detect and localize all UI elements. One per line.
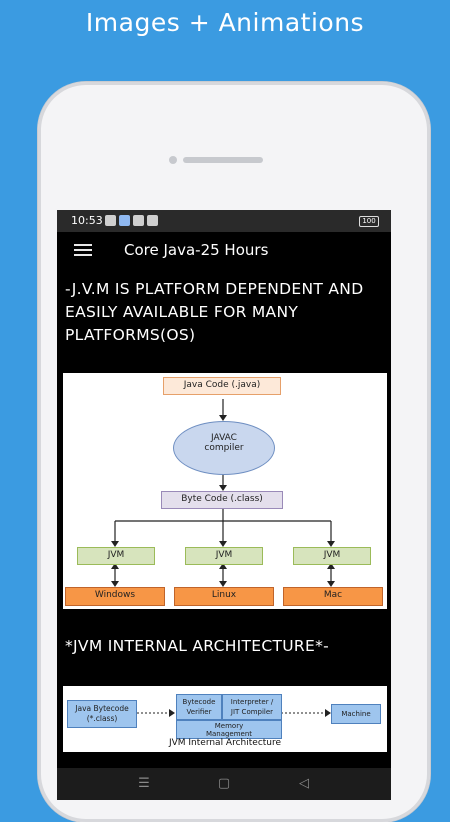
section-heading-jvm-architecture: *JVM INTERNAL ARCHITECTURE*-: [65, 637, 330, 655]
interpreter-jit-box: Interpreter / JIT Compiler: [222, 694, 282, 720]
byte-code-box: Byte Code (.class): [161, 491, 283, 509]
javac-line1: JAVAC: [211, 433, 237, 443]
interp-line1: Interpreter /: [230, 698, 274, 706]
promo-title: Images + Animations: [85, 8, 365, 37]
architecture-connectors: [137, 709, 331, 717]
recents-icon[interactable]: ☰: [138, 776, 150, 791]
system-nav-bar: ☰ ▢ ◁: [57, 768, 391, 800]
interp-line2: JIT Compiler: [230, 708, 274, 716]
java-bytecode-box: Java Bytecode (*.class): [67, 700, 137, 728]
windows-box: Windows: [65, 587, 165, 606]
image-notification-icon: [147, 215, 158, 226]
jvm-architecture-diagram: Java Bytecode (*.class) Bytecode Verifie…: [63, 686, 387, 752]
memory-line1: Memory: [214, 722, 244, 730]
bytecode-line2: (*.class): [86, 714, 118, 723]
javac-compiler-ellipse: JAVAC compiler: [173, 421, 275, 475]
machine-box: Machine: [331, 704, 381, 724]
memory-management-box: Memory Management: [176, 720, 282, 739]
bytecode-verifier-box: Bytecode Verifier: [176, 694, 222, 720]
jvm-platform-diagram: Java Code (.java) JAVAC compiler Byte Co…: [63, 373, 387, 609]
architecture-caption: JVM Internal Architecture: [168, 738, 282, 748]
verifier-line2: Verifier: [186, 708, 212, 716]
status-bar: 10:53 100: [57, 210, 391, 232]
java-code-box: Java Code (.java): [163, 377, 281, 395]
status-time: 10:53: [71, 214, 103, 227]
bytecode-line1: Java Bytecode: [75, 704, 129, 713]
photo-notification-icon: [105, 215, 116, 226]
linux-box: Linux: [174, 587, 274, 606]
hamburger-menu-icon[interactable]: [74, 244, 92, 258]
section-heading-jvm-platform: -J.V.M IS PLATFORM DEPENDENT AND EASILY …: [65, 280, 364, 344]
javac-line2: compiler: [204, 443, 244, 453]
app-bar: Core Java-25 Hours: [57, 232, 391, 270]
phone-screen: 10:53 100 Core Java-25 Hours -J.V.M IS P…: [57, 210, 391, 800]
mac-box: Mac: [283, 587, 383, 606]
app-notification-icon: [133, 215, 144, 226]
battery-icon: 100: [359, 216, 379, 227]
jvm-box-mac: JVM: [293, 547, 371, 565]
verifier-line1: Bytecode: [182, 698, 216, 706]
jvm-box-windows: JVM: [77, 547, 155, 565]
bluetooth-notification-icon: [119, 215, 130, 226]
back-icon[interactable]: ◁: [299, 776, 309, 791]
jvm-box-linux: JVM: [185, 547, 263, 565]
memory-line2: Management: [205, 730, 253, 738]
earpiece: [183, 157, 263, 163]
app-title: Core Java-25 Hours: [124, 241, 269, 259]
status-icons: [105, 215, 158, 226]
home-icon[interactable]: ▢: [217, 776, 231, 791]
front-camera: [169, 156, 177, 164]
